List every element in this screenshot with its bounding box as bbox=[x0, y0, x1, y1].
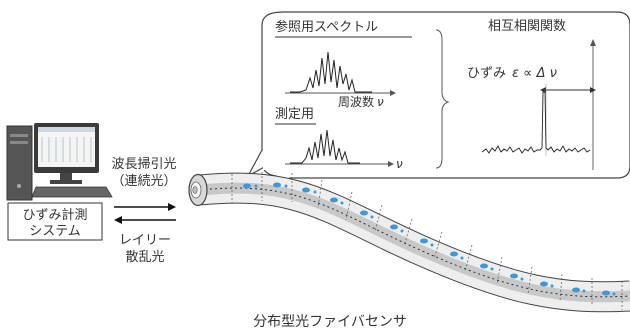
system-label-box bbox=[7, 202, 103, 241]
measurement-spectrum-curve bbox=[290, 129, 360, 164]
signal-labels: 波長掃引光 （連続光） レイリー 散乱光 bbox=[111, 156, 176, 265]
swept-light-line1: 波長掃引光 bbox=[111, 156, 176, 172]
computer: ひずみ計測 システム bbox=[6, 123, 113, 241]
fbg-markers bbox=[243, 182, 616, 296]
reference-spectrum-panel: 参照用スペクトル 周波数 ν bbox=[275, 19, 412, 109]
strain-label: ひずみ bbox=[467, 66, 506, 81]
correlation-curve bbox=[481, 91, 591, 154]
bracket bbox=[435, 29, 450, 169]
rayleigh-line1: レイリー bbox=[119, 233, 171, 248]
system-label-line2: システム bbox=[29, 224, 81, 239]
reference-spectrum-curve bbox=[290, 51, 372, 93]
pc-tower bbox=[6, 125, 33, 201]
frequency-symbol: ν bbox=[377, 95, 384, 109]
rayleigh-line2: 散乱光 bbox=[125, 250, 164, 265]
fiber-caption: 分布型光ファイバセンサ bbox=[253, 314, 407, 330]
monitor-screen bbox=[38, 127, 95, 167]
callout-bubble bbox=[246, 11, 630, 188]
optical-fiber: 分布型光ファイバセンサ bbox=[188, 172, 630, 330]
cross-correlation-panel: 相互相関関数 ひずみ ε ∝ Δ ν bbox=[467, 19, 596, 170]
swept-light-line2: （連続光） bbox=[111, 174, 176, 189]
measurement-title: 測定用 bbox=[275, 107, 314, 122]
keyboard bbox=[31, 186, 113, 198]
system-label-line1: ひずみ計測 bbox=[22, 207, 87, 223]
correlation-title: 相互相関関数 bbox=[488, 19, 566, 34]
frequency-label: 周波数 bbox=[338, 94, 374, 109]
reference-spectrum-title: 参照用スペクトル bbox=[275, 19, 378, 35]
measurement-axis-symbol: ν bbox=[396, 157, 403, 171]
measurement-spectrum-panel: 測定用 ν bbox=[275, 107, 403, 171]
strain-formula: ε ∝ Δ ν bbox=[512, 66, 557, 81]
